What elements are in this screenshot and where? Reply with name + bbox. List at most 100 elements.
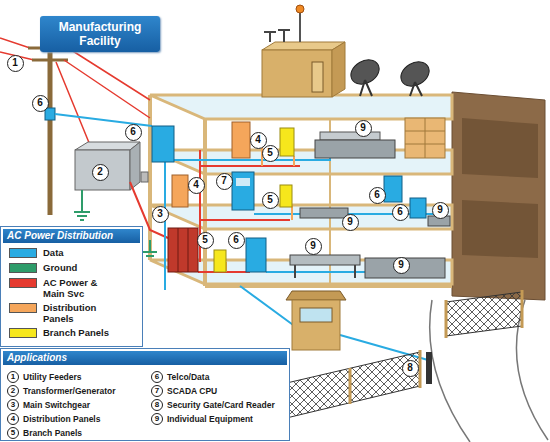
app-number: 7 [151,385,163,397]
callout-label: 9 [398,260,404,270]
callout-label: 5 [11,429,15,437]
callout-label: 8 [155,401,159,409]
transformer-top [75,142,140,150]
callout-number: 9 [432,202,449,219]
callout-number: 9 [355,120,372,137]
callout-number: 2 [92,164,109,181]
ground-symbol [143,240,157,256]
app-number: 8 [151,399,163,411]
booth-window [300,308,332,322]
telco-cabinet [152,126,174,162]
panel-feed [188,140,294,272]
callout-number: 9 [342,214,359,231]
callout-label: 6 [130,127,136,137]
branch-panel [214,250,226,272]
callout-number: 5 [262,192,279,209]
roof-lights [264,30,290,42]
carton-edges [405,118,445,158]
callout-number: 6 [125,124,142,141]
penthouse-top [262,42,345,50]
callout-number: 5 [262,145,279,162]
callout-number: 6 [228,232,245,249]
callout-number: 3 [152,206,169,223]
legend-swatch [9,303,37,313]
apps-panel: ApplicationsUtility FeedersTransformer/G… [0,348,290,441]
legend-swatch [9,328,37,338]
diagram-title: Manufacturing Facility [45,20,155,48]
ground-symbol [74,190,90,220]
application-name: Security Gate/Card Reader [167,399,275,411]
app-number: 5 [7,427,19,439]
booth-roof [286,291,346,300]
callout-label: 3 [157,209,163,219]
callout-number: 6 [369,187,386,204]
fence-posts [278,290,522,422]
legend-label: AC Power & Main Svc [43,277,109,299]
legend-label: Ground [43,262,109,273]
switchgear-doors [178,228,188,272]
callout-number: 1 [7,55,24,72]
dish-mount [410,82,422,96]
telco-cabinet [410,198,426,218]
callout-label: 7 [155,387,159,395]
distribution-panel [232,122,250,158]
callout-label: 3 [11,401,15,409]
legend-swatch [9,248,37,258]
legend-panel: AC Power DistributionDataGround AC Power … [0,226,143,347]
application-name: Distribution Panels [23,413,100,425]
panel-heading: AC Power Distribution [3,229,140,243]
app-number: 1 [7,371,19,383]
scada-screen [236,178,250,186]
callout-number: 9 [393,257,410,274]
callout-label: 6 [233,235,239,245]
callout-label: 1 [12,58,18,68]
callout-label: 9 [155,415,159,423]
legend-label: Data [43,247,109,258]
transformer [75,150,130,190]
pole-crossarm [32,59,68,62]
callout-label: 5 [202,235,208,245]
callout-number: 4 [188,177,205,194]
power-wire [56,48,150,150]
callout-label: 4 [255,135,261,145]
callout-label: 9 [347,217,353,227]
penthouse [262,50,332,97]
building-wall [452,92,545,300]
callout-number: 5 [197,232,214,249]
data-line [165,150,440,290]
production-machine [315,140,395,158]
antenna-beacon [296,5,304,13]
panel-heading: Applications [3,351,287,365]
machine-top [320,132,380,140]
callout-number: 6 [392,204,409,221]
dish-mount [360,80,372,96]
legend-label: Distribution Panels [43,302,109,324]
app-number: 4 [7,413,19,425]
callout-number: 9 [305,238,322,255]
guard-booth [292,300,340,350]
building-post [148,95,152,260]
callout-label: 4 [11,415,15,423]
app-number: 9 [151,413,163,425]
title-box: Manufacturing Facility [40,16,160,52]
building-post [203,119,207,286]
security-fence [446,292,522,336]
application-name: Individual Equipment [167,413,253,425]
callout-label: 4 [193,180,199,190]
distribution-panel [172,175,188,207]
callout-label: 6 [37,98,43,108]
legend-swatch [9,278,37,288]
callout-label: 5 [267,148,273,158]
callout-number: 8 [402,360,419,377]
branch-panel [280,128,294,156]
callout-label: 7 [221,176,227,186]
callout-label: 9 [437,205,443,215]
application-name: Main Switchgear [23,399,90,411]
work-table [300,208,348,218]
antenna [299,12,301,42]
transformer-meter [141,172,148,182]
callout-number: 6 [32,95,49,112]
callout-label: 6 [397,207,403,217]
telco-cabinet [384,176,402,202]
application-name: Utility Feeders [23,371,82,383]
